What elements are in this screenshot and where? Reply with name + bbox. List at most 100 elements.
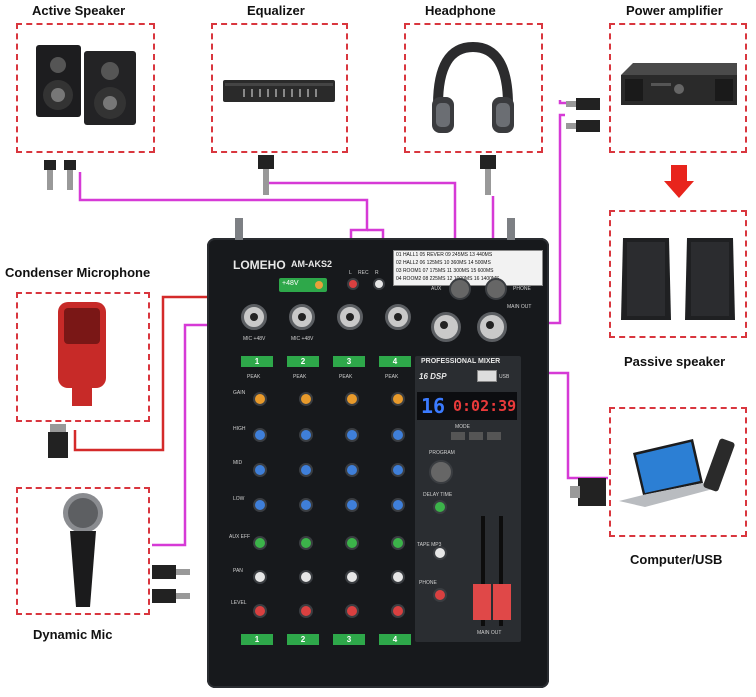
main-out-l[interactable]: [431, 312, 461, 342]
aux-eff-knob-2[interactable]: [299, 536, 313, 550]
usb-port[interactable]: [477, 370, 497, 382]
delay-time-knob[interactable]: [433, 500, 447, 514]
row-label-aux-eff: AUX EFF: [229, 534, 250, 540]
mic-input-4[interactable]: [385, 304, 411, 330]
display-time: 0:02:39: [453, 397, 516, 415]
mic-input-2[interactable]: [289, 304, 315, 330]
effects-row: 02 HALL2 06 125MS 10 360MS 14 500MS: [396, 259, 544, 267]
level-knob-4[interactable]: [391, 604, 405, 618]
high-knob-2[interactable]: [299, 428, 313, 442]
wire-power-amp: [548, 115, 565, 323]
passive-speaker-icon: [611, 212, 745, 336]
row-label-low: LOW: [233, 496, 244, 502]
aux-eff-knob-3[interactable]: [345, 536, 359, 550]
aux-label: AUX: [431, 286, 441, 292]
phone-jack[interactable]: [485, 278, 507, 300]
power-amplifier-box: [609, 23, 747, 153]
mid-knob-1[interactable]: [253, 463, 267, 477]
pan-knob-1[interactable]: [253, 570, 267, 584]
power-amplifier-icon: [611, 25, 745, 151]
effects-row: 04 ROOM2 08 225MS 12 1000MS 16 1400MS: [396, 275, 544, 283]
computer-usb-label: Computer/USB: [630, 552, 722, 567]
mode-button[interactable]: [487, 432, 501, 440]
aux-eff-knob-4[interactable]: [391, 536, 405, 550]
gain-knob-2[interactable]: [299, 392, 313, 406]
program-knob[interactable]: [429, 460, 453, 484]
active-speaker-box: [16, 23, 155, 153]
level-knob-2[interactable]: [299, 604, 313, 618]
passive-speaker-box: [609, 210, 747, 338]
bnc-connector: [507, 218, 515, 240]
row-label-pan: PAN: [233, 568, 243, 574]
channel-button-3[interactable]: 3: [333, 356, 365, 367]
peak-label: PEAK: [385, 374, 398, 380]
mid-knob-4[interactable]: [391, 463, 405, 477]
headphone-label: Headphone: [425, 3, 496, 18]
dsp-label: 16 DSP: [419, 372, 447, 381]
fader-r[interactable]: [493, 584, 511, 620]
peak-label: PEAK: [293, 374, 306, 380]
laptop-icon: [611, 409, 745, 535]
mic-48v-label: MIC +48V: [243, 336, 265, 342]
computer-usb-box: [609, 407, 747, 537]
mic-input-1[interactable]: [241, 304, 267, 330]
fader-l[interactable]: [473, 584, 491, 620]
program-label: PROGRAM: [429, 450, 455, 456]
high-knob-1[interactable]: [253, 428, 267, 442]
rec-label: REC: [358, 270, 369, 276]
channel-label-3: 3: [333, 634, 365, 645]
headphone-box: [404, 23, 543, 153]
dynamic-mic-label: Dynamic Mic: [33, 627, 112, 642]
xlr-plug-icon: [566, 96, 606, 136]
low-knob-2[interactable]: [299, 498, 313, 512]
row-label-mid: MID: [233, 460, 242, 466]
low-knob-4[interactable]: [391, 498, 405, 512]
mic-input-3[interactable]: [337, 304, 363, 330]
aux-jack[interactable]: [449, 278, 471, 300]
aux-eff-knob-1[interactable]: [253, 536, 267, 550]
mode-button[interactable]: [451, 432, 465, 440]
mid-knob-2[interactable]: [299, 463, 313, 477]
effects-row: 03 ROOM1 07 175MS 11 300MS 15 600MS: [396, 267, 544, 275]
high-knob-4[interactable]: [391, 428, 405, 442]
pan-knob-3[interactable]: [345, 570, 359, 584]
channel-button-2[interactable]: 2: [287, 356, 319, 367]
channel-label-2: 2: [287, 634, 319, 645]
main-out-r[interactable]: [477, 312, 507, 342]
gain-knob-3[interactable]: [345, 392, 359, 406]
channel-button-4[interactable]: 4: [379, 356, 411, 367]
level-knob-1[interactable]: [253, 604, 267, 618]
mid-knob-3[interactable]: [345, 463, 359, 477]
channel-label-1: 1: [241, 634, 273, 645]
pan-knob-2[interactable]: [299, 570, 313, 584]
phone-jack-label: PHONE: [513, 286, 531, 292]
dynamic-mic-icon: [18, 489, 148, 613]
bnc-connector: [235, 218, 243, 240]
display-program: 16: [421, 394, 445, 418]
phone-knob-label: PHONE: [419, 580, 437, 586]
rec-r-jack[interactable]: [373, 278, 385, 290]
pan-knob-4[interactable]: [391, 570, 405, 584]
low-knob-1[interactable]: [253, 498, 267, 512]
high-knob-3[interactable]: [345, 428, 359, 442]
passive-speaker-label: Passive speaker: [624, 354, 725, 369]
tape-mp3-knob[interactable]: [433, 546, 447, 560]
gain-knob-1[interactable]: [253, 392, 267, 406]
mode-button[interactable]: [469, 432, 483, 440]
mic-48v-label: MIC +48V: [291, 336, 313, 342]
row-label-level: LEVEL: [231, 600, 247, 606]
rec-l-jack[interactable]: [347, 278, 359, 290]
gain-knob-4[interactable]: [391, 392, 405, 406]
dsp-display: 16 0:02:39: [417, 392, 517, 420]
phantom-power-button[interactable]: +48V: [279, 278, 327, 292]
equalizer-box: [211, 23, 348, 153]
effects-row: 01 HALL1 05 REVER 09 245MS 13 440MS: [396, 251, 544, 259]
low-knob-3[interactable]: [345, 498, 359, 512]
channel-label-4: 4: [379, 634, 411, 645]
delay-time-label: DELAY TIME: [423, 492, 452, 498]
channel-button-1[interactable]: 1: [241, 356, 273, 367]
arrow-down-icon: [664, 165, 694, 198]
phone-knob[interactable]: [433, 588, 447, 602]
level-knob-3[interactable]: [345, 604, 359, 618]
usb-plug-icon: [570, 478, 606, 506]
